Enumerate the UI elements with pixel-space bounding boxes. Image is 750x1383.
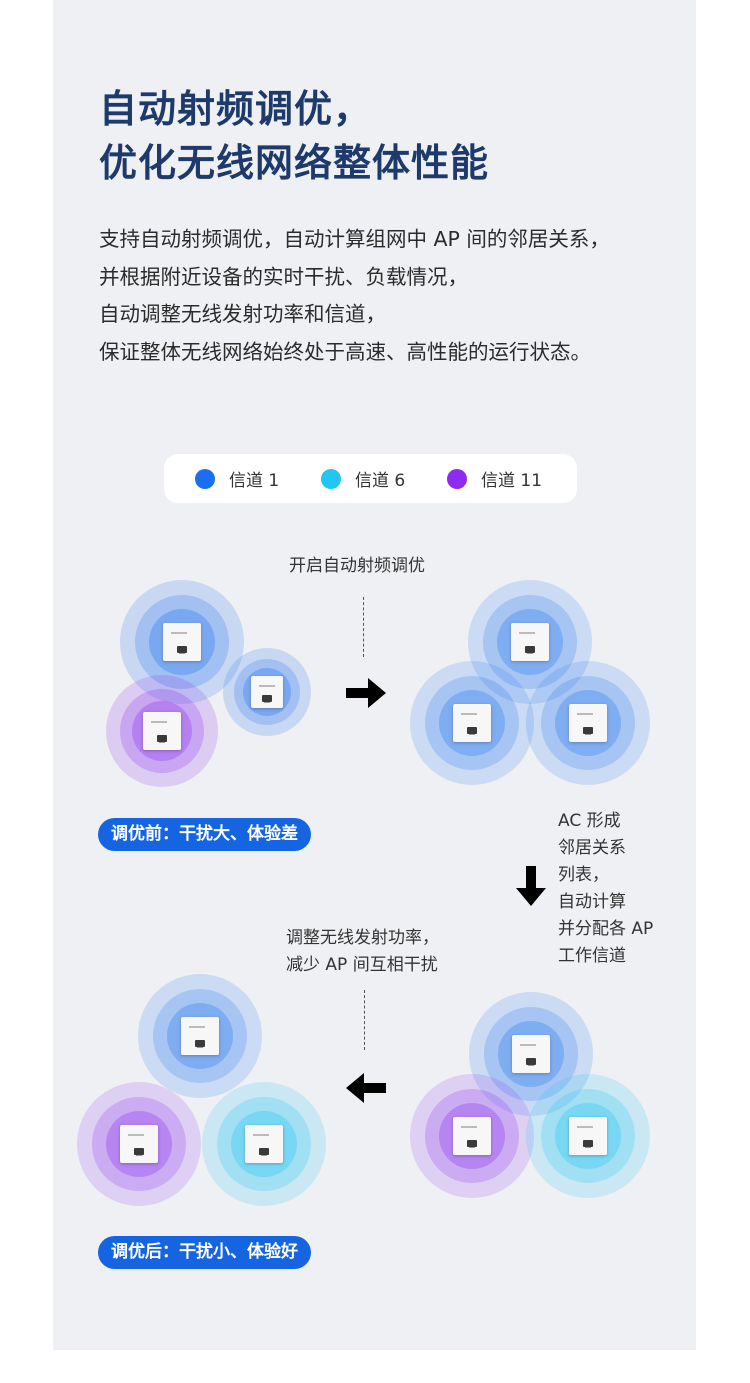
- step-note-adjust: 调整无线发射功率， 减少 AP 间互相干扰: [286, 925, 439, 979]
- legend-dot-channel-11: [447, 468, 467, 489]
- ap-brand-mark: [519, 632, 535, 634]
- dashed-connector-1: [363, 597, 364, 657]
- ap-label-mark: [159, 742, 165, 744]
- ap-label-mark: [585, 734, 591, 736]
- ap-port-icon: [134, 1147, 144, 1155]
- ap-device: [569, 704, 607, 742]
- step-note-ac-form: AC 形成 邻居关系 列表， 自动计算 并分配各 AP 工作信道: [558, 808, 653, 970]
- ap-port-icon: [157, 734, 167, 742]
- tag-after-tuning: 调优后：干扰小、体验好: [98, 1236, 311, 1269]
- legend-item-channel-11: 信道 11: [447, 454, 542, 503]
- legend-label-channel-1: 信道 1: [229, 471, 280, 491]
- ap-brand-mark: [577, 713, 593, 715]
- ap-label-mark: [197, 1047, 203, 1049]
- description-line-3: 自动调整无线发射功率和信道，: [99, 302, 386, 326]
- ap-port-icon: [583, 726, 593, 734]
- ap-brand-mark: [189, 1026, 205, 1028]
- ap-port-icon: [259, 1147, 269, 1155]
- ap-port-icon: [467, 726, 477, 734]
- step-note-ac-line: 列表，: [558, 865, 609, 885]
- ap-label-mark: [527, 653, 533, 655]
- ap-brand-mark: [128, 1134, 144, 1136]
- ap-label-mark: [179, 653, 185, 655]
- ap-brand-mark: [461, 1126, 477, 1128]
- step-note-ac-line: 自动计算: [558, 892, 626, 912]
- ap-port-icon: [526, 1057, 536, 1065]
- ap-port-icon: [583, 1139, 593, 1147]
- dashed-connector-2: [364, 990, 365, 1050]
- description-line-1: 支持自动射频调优，自动计算组网中 AP 间的邻居关系，: [99, 227, 610, 251]
- step-note-adjust-line: 减少 AP 间互相干扰: [286, 955, 438, 975]
- ap-port-icon: [177, 645, 187, 653]
- ap-device: [512, 1035, 550, 1073]
- ap-device: [245, 1125, 283, 1163]
- legend-item-channel-6: 信道 6: [321, 454, 405, 503]
- ap-label-mark: [136, 1155, 142, 1157]
- description-line-2: 并根据附近设备的实时干扰、负载情况，: [99, 265, 468, 289]
- ap-brand-mark: [461, 713, 477, 715]
- step-note-ac-line: 工作信道: [558, 946, 626, 966]
- ap-device: [251, 676, 283, 708]
- ap-brand-mark: [171, 632, 187, 634]
- step-note-adjust-line: 调整无线发射功率，: [286, 928, 439, 948]
- ap-label-mark: [585, 1147, 591, 1149]
- ap-label-mark: [528, 1065, 534, 1067]
- ap-device: [569, 1117, 607, 1155]
- headline-line-1: 自动射频调优，: [99, 87, 373, 131]
- legend-item-channel-1: 信道 1: [195, 454, 279, 503]
- legend-dot-channel-1: [195, 468, 215, 489]
- legend-label-channel-6: 信道 6: [355, 471, 406, 491]
- step-note-ac-line: 并分配各 AP: [558, 919, 654, 939]
- arrow-right-icon: [346, 678, 386, 708]
- ap-brand-mark: [253, 1134, 269, 1136]
- ap-device: [511, 623, 549, 661]
- ap-label-mark: [469, 734, 475, 736]
- ap-device: [163, 623, 201, 661]
- ap-port-icon: [262, 695, 272, 703]
- ap-label-mark: [469, 1147, 475, 1149]
- ap-brand-mark: [520, 1044, 536, 1046]
- ap-brand-mark: [151, 721, 167, 723]
- ap-brand-mark: [259, 685, 275, 687]
- step-note-ac-line: AC 形成: [558, 811, 621, 831]
- ap-label-mark: [261, 1155, 267, 1157]
- arrow-left-icon: [346, 1073, 386, 1103]
- ap-device: [453, 1117, 491, 1155]
- ap-port-icon: [467, 1139, 477, 1147]
- ap-device: [453, 704, 491, 742]
- tag-before-tuning: 调优前：干扰大、体验差: [98, 818, 311, 851]
- legend-dot-channel-6: [321, 468, 341, 489]
- ap-label-mark: [264, 701, 270, 703]
- step-note-rf-on: 开启自动射频调优: [289, 556, 425, 576]
- ap-port-icon: [525, 645, 535, 653]
- ap-device: [120, 1125, 158, 1163]
- arrow-down-icon: [516, 866, 546, 906]
- legend-label-channel-11: 信道 11: [481, 471, 543, 491]
- ap-port-icon: [195, 1039, 205, 1047]
- step-note-ac-line: 邻居关系: [558, 838, 626, 858]
- headline-line-2: 优化无线网络整体性能: [99, 141, 490, 185]
- channel-legend: 信道 1 信道 6 信道 11: [164, 454, 577, 503]
- ap-brand-mark: [577, 1126, 593, 1128]
- ap-device: [181, 1017, 219, 1055]
- ap-device: [143, 712, 181, 750]
- description-line-4: 保证整体无线网络始终处于高速、高性能的运行状态。: [99, 340, 591, 364]
